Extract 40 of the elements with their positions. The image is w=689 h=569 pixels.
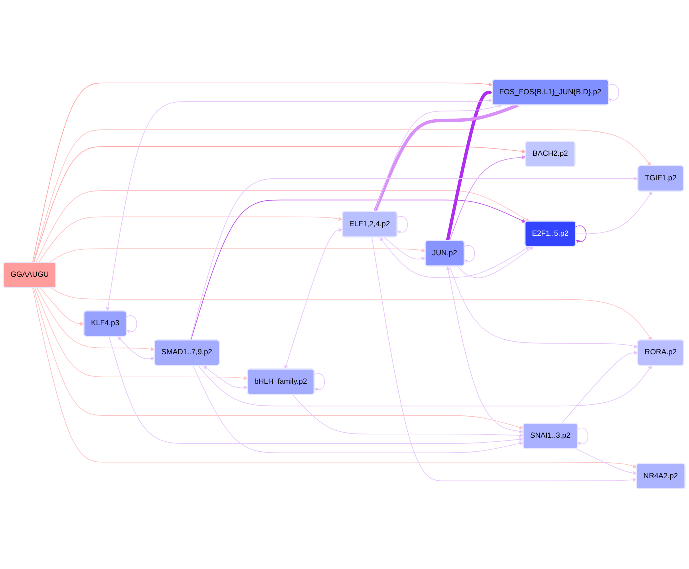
arrow — [561, 350, 638, 424]
arrow — [446, 90, 493, 242]
arrow — [34, 288, 248, 380]
arrow — [190, 200, 526, 341]
arrow — [106, 98, 493, 312]
arrow — [118, 336, 156, 361]
arrow — [32, 288, 638, 468]
arrow — [36, 288, 156, 352]
arrow — [457, 246, 534, 278]
arrow — [190, 176, 639, 341]
arrow — [203, 366, 248, 390]
arrow — [36, 190, 530, 264]
arrow — [125, 316, 138, 334]
arrow — [446, 266, 524, 434]
arrow — [463, 245, 476, 263]
arrow — [284, 228, 343, 370]
arrow — [198, 365, 652, 407]
arrow — [38, 216, 343, 264]
arrow — [40, 288, 85, 326]
arrow — [576, 191, 653, 235]
arrow — [576, 428, 589, 446]
arrow — [49, 248, 426, 264]
arrow — [34, 146, 526, 264]
arrow — [292, 394, 524, 438]
arrow — [396, 216, 408, 234]
arrow — [108, 336, 524, 444]
arrow — [380, 237, 530, 278]
arrow — [576, 448, 638, 476]
arrow — [33, 288, 524, 430]
arrow — [449, 155, 526, 242]
arrow — [372, 237, 638, 482]
arrow — [313, 374, 326, 392]
arrow — [33, 130, 652, 264]
arrow — [607, 84, 620, 102]
arrow — [192, 365, 524, 454]
arrow — [384, 237, 426, 261]
arrow — [450, 266, 638, 349]
arrow — [574, 226, 587, 244]
arrow — [50, 288, 652, 341]
arrow — [32, 82, 493, 264]
